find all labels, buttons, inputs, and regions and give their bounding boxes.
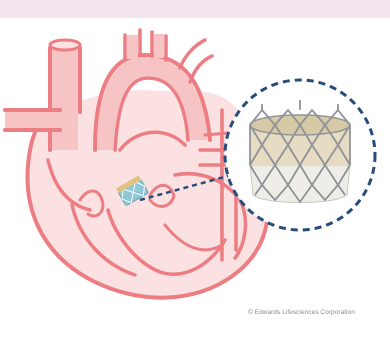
valve-skirt [250, 165, 350, 203]
copyright-credit: © Edwards Lifesciences Corporation [248, 309, 355, 316]
pulmonary-artery-fill [5, 112, 60, 128]
vena-cava-fill [52, 50, 78, 150]
branch-2-fill [154, 34, 164, 58]
branch-1-fill [127, 35, 138, 59]
vena-cava-top [50, 40, 80, 50]
